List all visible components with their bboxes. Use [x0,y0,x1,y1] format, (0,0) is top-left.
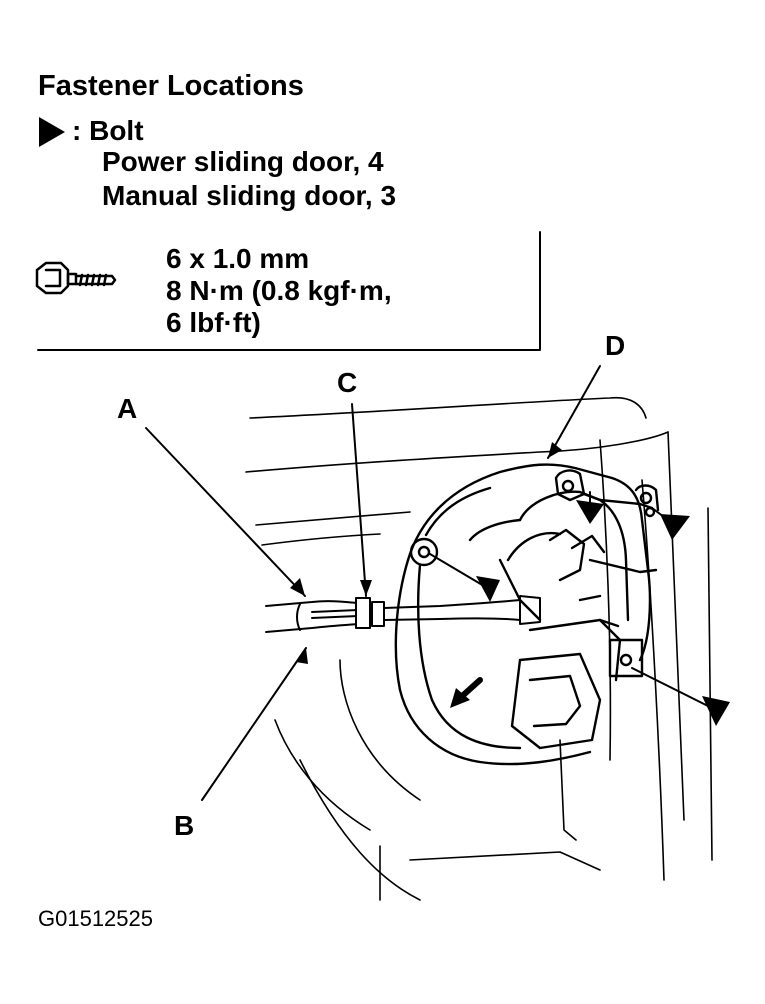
bolt-pointer-icon [39,117,65,147]
leader-a [145,427,306,597]
page-title: Fastener Locations [38,70,304,102]
cable-bundle [265,595,541,633]
leader-d [547,365,601,459]
arrowhead-a [290,578,305,596]
bolt-pointer-3 [660,514,690,540]
leader-b [201,647,307,801]
bolt-icon [35,261,117,295]
latch-housing [394,463,660,766]
bolt-pointer-1 [476,576,500,602]
bolt-pointer-4 [702,696,730,726]
leader-lines [145,365,709,801]
callout-d: D [605,330,626,361]
figure-code: G01512525 [38,906,153,931]
arrowhead-c [360,580,372,596]
spec-box-frame [37,231,541,351]
callout-c: C [337,367,358,398]
spec-torque-imperial: 6 lbf·ft) [166,307,261,338]
leader-bolt-4 [631,667,709,707]
legend-label: : Bolt [72,115,144,146]
leader-bolt-1 [429,553,485,587]
arrowhead-d [548,442,562,458]
legend-line-power: Power sliding door, 4 [102,146,384,177]
spec-torque: 8 N·m (0.8 kgf·m, [166,275,392,306]
bolt-pointer-2 [576,500,604,524]
arrowhead-b [296,648,308,664]
legend-line-manual: Manual sliding door, 3 [102,180,397,211]
callout-b: B [174,810,195,841]
leader-c [351,403,367,597]
spec-size: 6 x 1.0 mm [166,243,310,274]
callout-a: A [117,393,138,424]
direction-arrow-head [450,688,470,708]
